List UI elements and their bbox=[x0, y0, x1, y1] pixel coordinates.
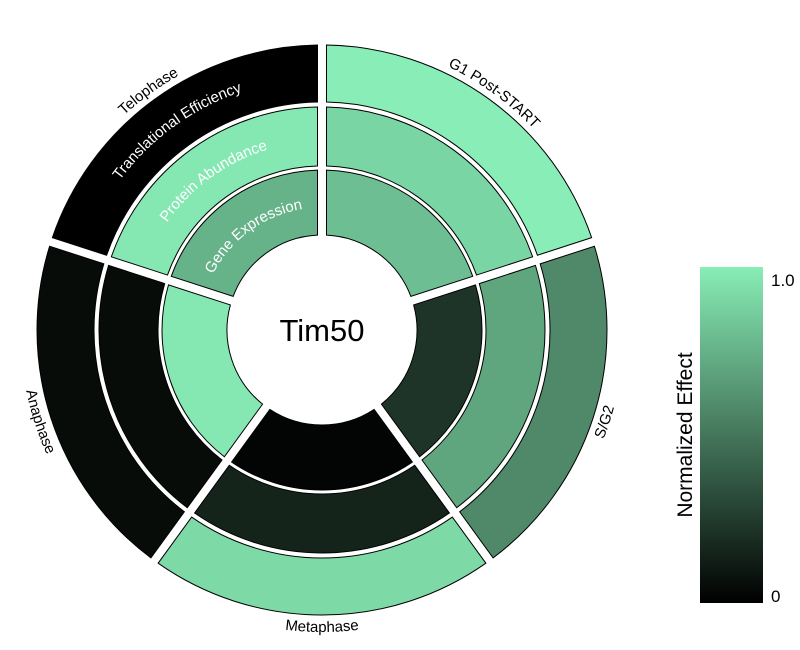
segment-g1-post-start-protein-abundance bbox=[326, 106, 534, 276]
segment-s-g2-protein-abundance bbox=[421, 264, 546, 509]
sector-label-metaphase: Metaphase bbox=[285, 617, 360, 636]
segment-anaphase-protein-abundance bbox=[98, 264, 223, 509]
segment-telophase-gene-expression bbox=[170, 169, 318, 298]
segment-g1-post-start-gene-expression bbox=[326, 169, 474, 298]
colorbar-title: Normalized Effect bbox=[674, 352, 697, 518]
segment-telophase-translational-efficiency bbox=[51, 44, 318, 256]
segment-s-g2-gene-expression bbox=[380, 284, 483, 458]
segment-g1-post-start-translational-efficiency bbox=[326, 44, 593, 256]
center-title: Tim50 bbox=[280, 313, 365, 348]
segments bbox=[36, 44, 608, 616]
colorbar-gradient bbox=[700, 267, 763, 603]
segment-anaphase-gene-expression bbox=[161, 284, 264, 458]
segment-metaphase-gene-expression bbox=[230, 408, 414, 491]
segment-telophase-protein-abundance bbox=[110, 106, 318, 276]
colorbar-max-label: 1.0 bbox=[771, 271, 795, 290]
segment-metaphase-translational-efficiency bbox=[157, 516, 487, 616]
colorbar: 1.0 0 Normalized Effect bbox=[674, 267, 795, 606]
colorbar-min-label: 0 bbox=[771, 587, 780, 606]
segment-s-g2-translational-efficiency bbox=[458, 245, 608, 559]
segment-anaphase-translational-efficiency bbox=[36, 245, 186, 559]
segment-metaphase-protein-abundance bbox=[193, 464, 451, 554]
